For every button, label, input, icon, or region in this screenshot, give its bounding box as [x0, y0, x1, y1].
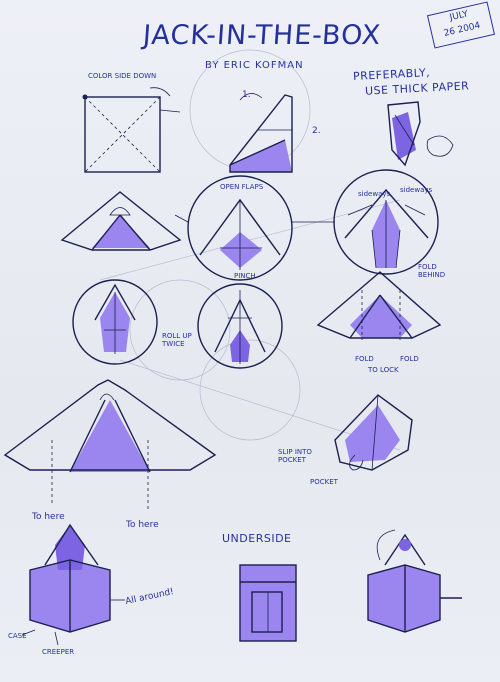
label-underside: UNDERSIDE: [222, 532, 292, 545]
label-to-here-left: To here: [32, 512, 65, 522]
step-box-lid: [368, 530, 462, 632]
label-step-2: 2.: [312, 126, 321, 136]
step-water-bomb-base: [62, 192, 180, 250]
label-slip-into-pocket: SLIP INTO POCKET: [278, 448, 324, 464]
step-underside: [240, 565, 296, 641]
step-triangle-fold: [230, 93, 292, 172]
step-open-flaps: [175, 176, 335, 280]
label-sideways-right: sideways: [400, 186, 432, 194]
step-pinch: [198, 284, 282, 368]
label-fold-behind: FOLD BEHIND: [418, 263, 458, 279]
label-step-1: 1.: [242, 90, 251, 100]
step-large-base: [5, 380, 215, 510]
step-small-fold: [388, 102, 453, 165]
label-pinch: PINCH: [234, 272, 256, 280]
step-fold-behind: [318, 272, 440, 340]
label-roll-up: ROLL UP TWICE: [162, 332, 202, 348]
label-case: CASE: [8, 632, 27, 640]
label-creeper: CREEPER: [42, 648, 74, 656]
step-roll-up: [73, 280, 157, 364]
label-color-side-down: COLOR SIDE DOWN: [88, 72, 156, 80]
step-square: [83, 88, 181, 172]
label-to-lock: TO LOCK: [368, 366, 399, 374]
label-fold-right: FOLD: [400, 355, 419, 363]
label-to-here-right: To here: [126, 520, 159, 530]
label-fold-left: FOLD: [355, 355, 374, 363]
step-finished-box: [22, 525, 125, 645]
label-sideways-left: sideways: [358, 190, 390, 198]
label-pocket: POCKET: [310, 478, 338, 486]
label-open-flaps: OPEN FLAPS: [220, 183, 263, 191]
